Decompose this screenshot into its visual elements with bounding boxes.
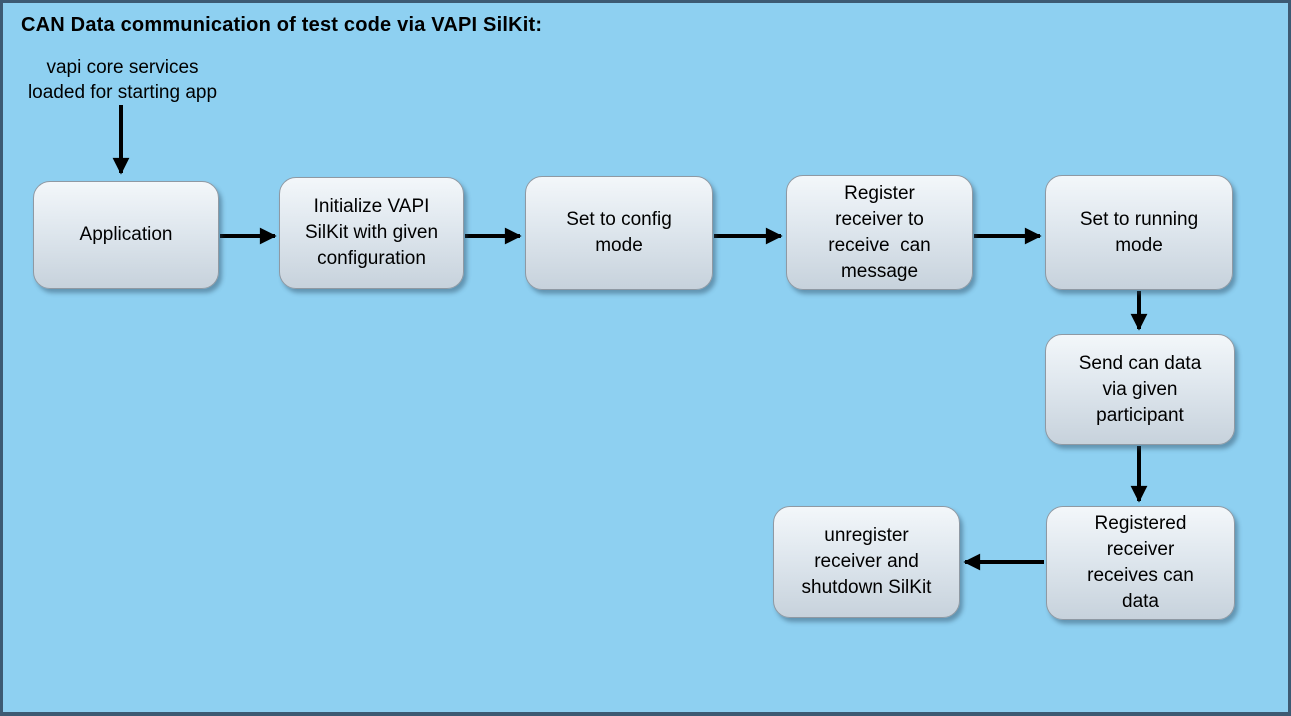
node-register-receiver-label: Register receiver to receive can message	[828, 182, 931, 282]
node-unregister-shutdown: unregister receiver and shutdown SilKit	[773, 506, 960, 618]
node-register-receiver: Register receiver to receive can message	[786, 175, 973, 290]
diagram-title: CAN Data communication of test code via …	[21, 14, 543, 36]
start-annotation: vapi core services loaded for starting a…	[27, 57, 218, 103]
node-set-running-mode: Set to running mode	[1045, 175, 1233, 290]
node-set-running-mode-label: Set to running mode	[1079, 208, 1199, 256]
node-registered-receiver: Registered receiver receives can data	[1046, 506, 1235, 620]
node-initialize-silkit-label: Initialize VAPI SilKit with given config…	[304, 196, 439, 269]
node-application-label: Application	[79, 224, 173, 245]
node-unregister-shutdown-label: unregister receiver and shutdown SilKit	[801, 525, 932, 598]
node-registered-receiver-label: Registered receiver receives can data	[1087, 513, 1194, 612]
node-send-can-data: Send can data via given participant	[1045, 334, 1235, 445]
node-initialize-silkit: Initialize VAPI SilKit with given config…	[279, 177, 464, 289]
node-set-config-mode-label: Set to config mode	[566, 209, 672, 256]
node-application: Application	[33, 181, 219, 289]
node-set-config-mode: Set to config mode	[525, 176, 713, 290]
node-send-can-data-label: Send can data via given participant	[1078, 352, 1202, 426]
